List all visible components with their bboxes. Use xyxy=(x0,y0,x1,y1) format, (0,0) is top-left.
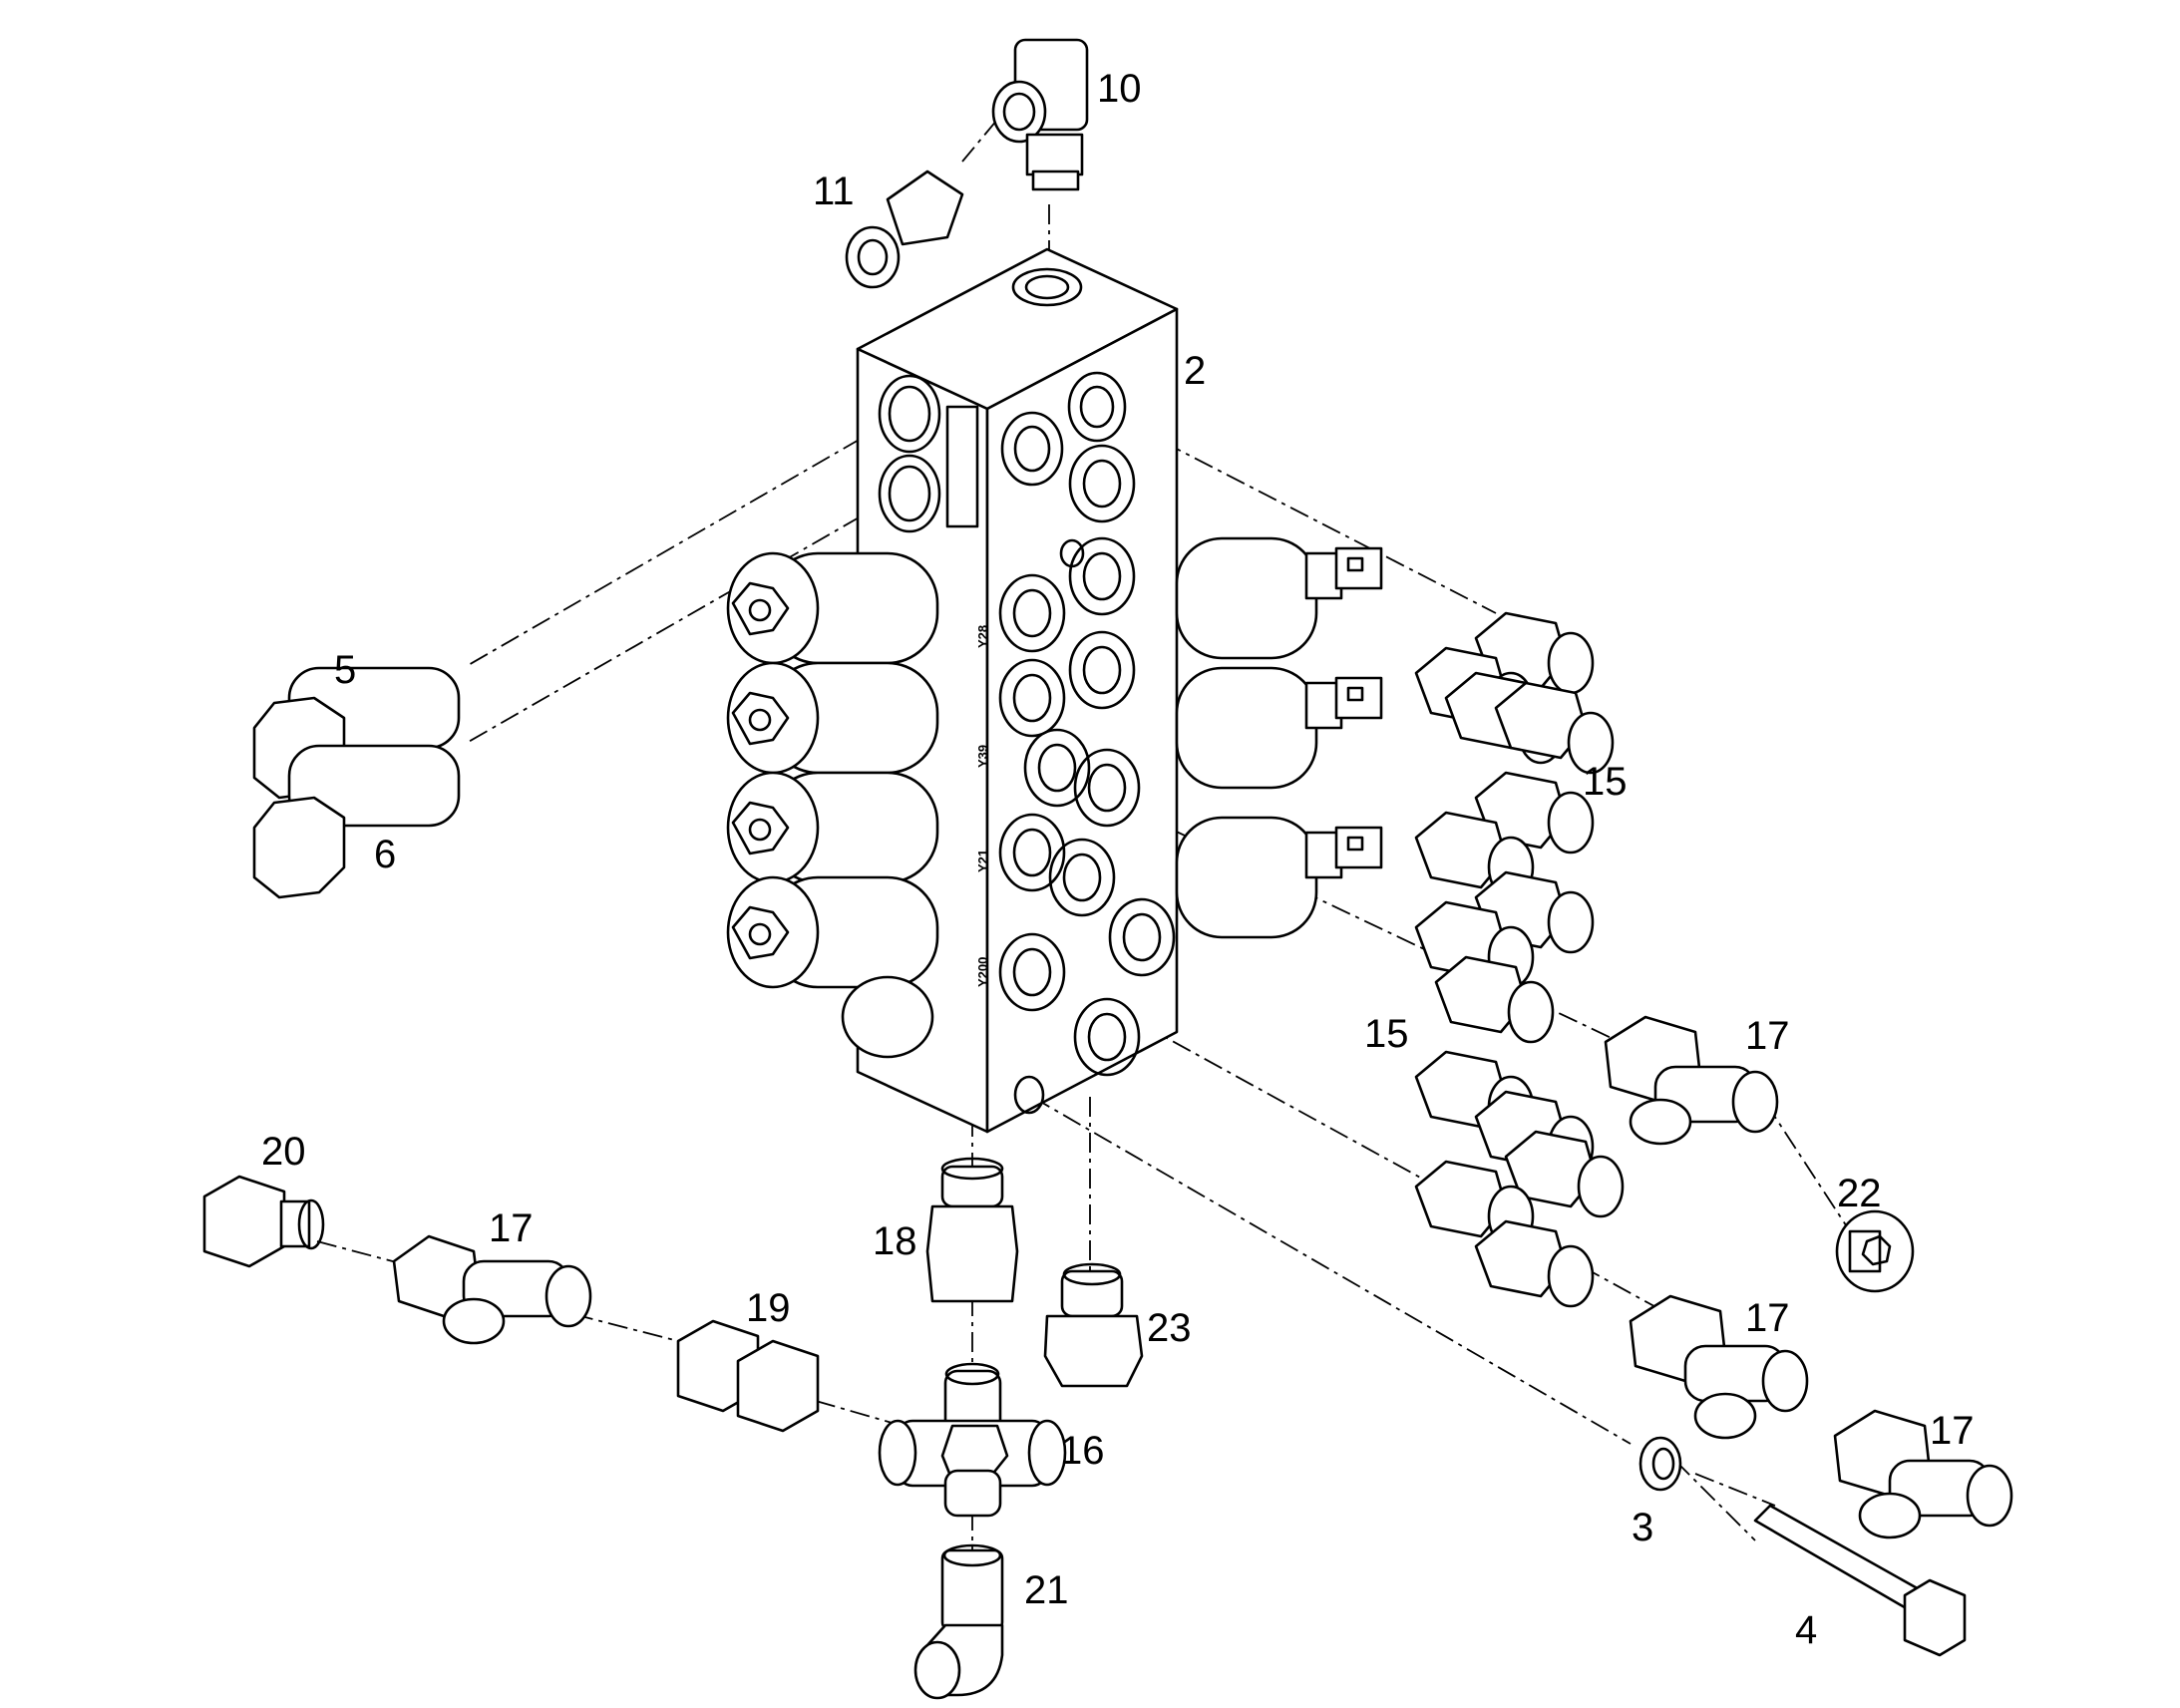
block-mark-y28: Y28 xyxy=(975,625,990,648)
tee-fitting-17-upper-right xyxy=(1604,1015,1779,1146)
callout-17-upper-right: 17 xyxy=(1745,1014,1790,1058)
callout-21: 21 xyxy=(1024,1568,1069,1612)
tee-fitting-17-middle-right xyxy=(1629,1294,1809,1440)
block-ports xyxy=(998,371,1176,1115)
callout-17-left: 17 xyxy=(489,1206,534,1250)
callout-16: 16 xyxy=(1060,1429,1105,1473)
adapter-11 xyxy=(845,170,964,289)
solenoid-coils-left xyxy=(726,551,939,1059)
fittings-15-lower xyxy=(1414,1050,1625,1308)
washer-3 xyxy=(1638,1436,1682,1492)
callout-2: 2 xyxy=(1184,349,1206,393)
bolt-4 xyxy=(1753,1504,1967,1657)
block-mark-y21: Y21 xyxy=(975,850,990,872)
cross-fitting-16 xyxy=(878,1362,1067,1518)
adapter-18 xyxy=(925,1157,1019,1303)
callout-19: 19 xyxy=(746,1286,791,1330)
union-19 xyxy=(676,1319,820,1433)
plug-22 xyxy=(1835,1209,1915,1293)
adapter-23 xyxy=(1043,1262,1144,1388)
callout-6: 6 xyxy=(374,833,396,876)
callout-5: 5 xyxy=(334,648,356,692)
block-mark-y39: Y39 xyxy=(975,745,990,768)
callout-18: 18 xyxy=(873,1219,917,1263)
tee-fitting-17-lower-right xyxy=(1833,1409,2013,1539)
elbow-fitting-10 xyxy=(991,38,1089,191)
fittings-15-upper xyxy=(1414,611,1615,1044)
callout-15-upper: 15 xyxy=(1583,760,1628,804)
callout-10: 10 xyxy=(1097,67,1142,111)
solenoid-coils-right xyxy=(1175,536,1383,939)
tee-fitting-17-left xyxy=(392,1234,592,1345)
callout-15-lower: 15 xyxy=(1364,1012,1409,1056)
callout-4: 4 xyxy=(1795,1608,1817,1652)
plug-screw-6 xyxy=(252,744,461,899)
callout-20: 20 xyxy=(261,1130,306,1174)
adapter-20 xyxy=(202,1175,325,1268)
elbow-fitting-21 xyxy=(913,1543,1004,1700)
callout-23: 23 xyxy=(1147,1306,1192,1350)
callout-11: 11 xyxy=(813,170,855,213)
callout-17-middle-right: 17 xyxy=(1745,1296,1790,1340)
callout-17-lower-right: 17 xyxy=(1930,1409,1975,1453)
callout-labels: 2 3 4 5 6 10 11 15 15 16 17 17 17 17 18 … xyxy=(261,67,1975,1652)
block-mark-y200: Y200 xyxy=(975,957,990,987)
callout-22: 22 xyxy=(1837,1172,1882,1215)
callout-3: 3 xyxy=(1632,1506,1653,1549)
